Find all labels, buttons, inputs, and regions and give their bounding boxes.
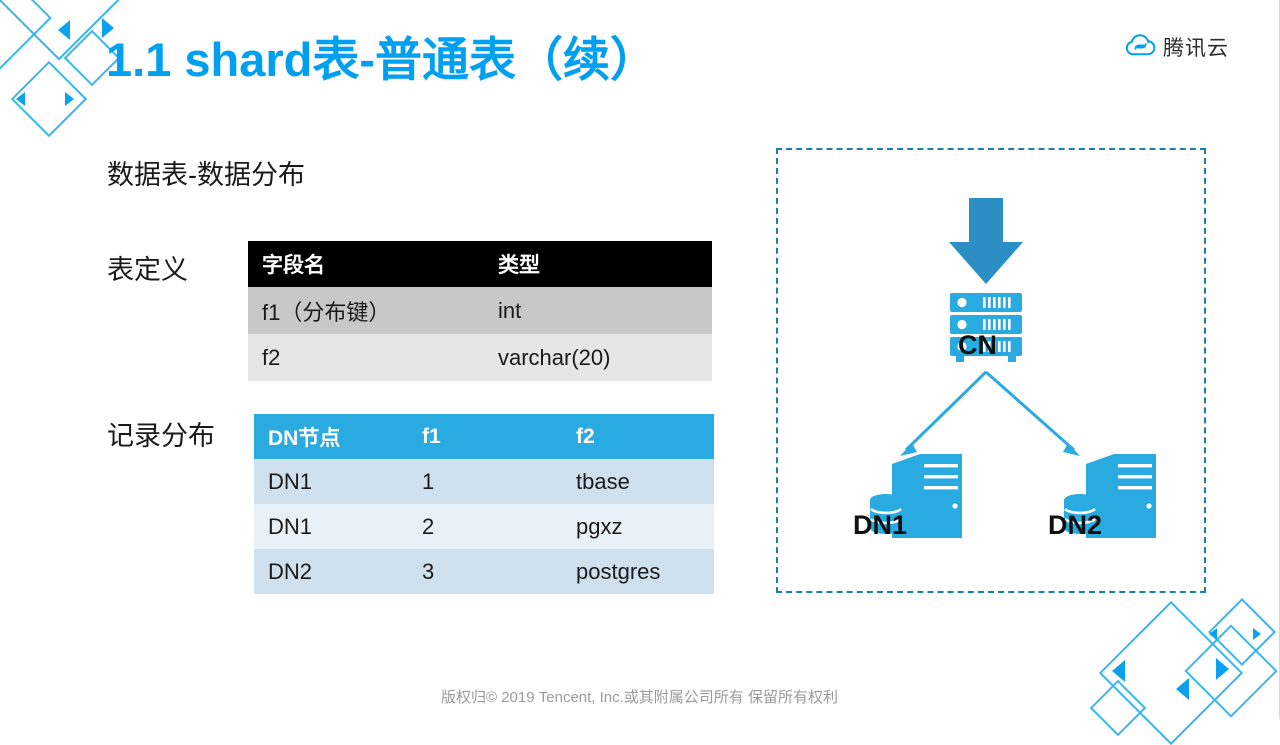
column-header: 类型 <box>484 241 712 287</box>
table-cell: 2 <box>408 504 562 549</box>
triangle-accent <box>58 20 70 40</box>
table-row: DN1 1 tbase <box>254 459 714 504</box>
triangle-accent <box>1253 628 1261 640</box>
label-table-definition: 表定义 <box>107 255 188 285</box>
diamond-shape <box>1098 600 1244 745</box>
copyright-footer: 版权归© 2019 Tencent, Inc.或其附属公司所有 保留所有权利 <box>441 689 838 706</box>
table-header-row: 字段名 类型 <box>248 241 712 287</box>
triangle-accent <box>1209 628 1217 640</box>
diamond-shape <box>0 0 52 72</box>
column-header: f1 <box>408 414 562 459</box>
brand-logo: 腾讯云 <box>1125 32 1229 62</box>
table-definition: 字段名 类型 f1（分布键） int f2 varchar(20) <box>248 241 712 381</box>
architecture-diagram: CN DN1 DN2 <box>776 148 1206 593</box>
edge-arrowheads <box>900 443 1080 456</box>
server-database-icon <box>870 454 962 538</box>
label-record-distribution: 记录分布 <box>107 421 215 451</box>
table-cell: DN2 <box>254 549 408 594</box>
tencent-cloud-icon <box>1125 33 1156 61</box>
column-header: 字段名 <box>248 241 484 287</box>
table-cell: tbase <box>562 459 714 504</box>
node-label-dn2: DN2 <box>1048 510 1103 540</box>
table-cell: DN1 <box>254 504 408 549</box>
section-heading: 数据表-数据分布 <box>107 160 305 190</box>
table-cell: pgxz <box>562 504 714 549</box>
table-record-distribution: DN节点 f1 f2 DN1 1 tbase DN1 2 pgxz DN2 3 … <box>254 414 714 594</box>
triangle-accent <box>65 92 74 106</box>
table-header-row: DN节点 f1 f2 <box>254 414 714 459</box>
logo-text: 腾讯云 <box>1163 37 1229 60</box>
column-header: DN节点 <box>254 414 408 459</box>
triangle-accent <box>16 92 25 106</box>
node-label-dn1: DN1 <box>853 510 908 540</box>
table-cell: 3 <box>408 549 562 594</box>
table-cell: f1（分布键） <box>248 287 484 334</box>
table-cell: postgres <box>562 549 714 594</box>
down-arrow-icon <box>949 198 1023 284</box>
table-cell: DN1 <box>254 459 408 504</box>
page-title: 1.1 shard表-普通表（续） <box>106 33 658 86</box>
column-header: f2 <box>562 414 714 459</box>
table-cell: int <box>484 287 712 334</box>
server-rack-icon <box>950 293 1022 362</box>
diamond-shape <box>1208 598 1276 666</box>
table-cell: f2 <box>248 334 484 381</box>
table-row: DN2 3 postgres <box>254 549 714 594</box>
table-row: DN1 2 pgxz <box>254 504 714 549</box>
table-cell: 1 <box>408 459 562 504</box>
table-cell: varchar(20) <box>484 334 712 381</box>
node-label-cn: CN <box>958 330 997 360</box>
table-row: f2 varchar(20) <box>248 334 712 381</box>
diamond-shape <box>0 0 123 61</box>
diamond-shape <box>10 60 88 138</box>
diagram-edges <box>904 370 1075 452</box>
table-row: f1（分布键） int <box>248 287 712 334</box>
server-database-icon <box>1064 454 1156 538</box>
triangle-accent <box>1112 660 1125 682</box>
decoration-bottom-right <box>1089 598 1280 745</box>
triangle-accent <box>1216 658 1229 680</box>
diagram-graphics <box>870 198 1156 538</box>
